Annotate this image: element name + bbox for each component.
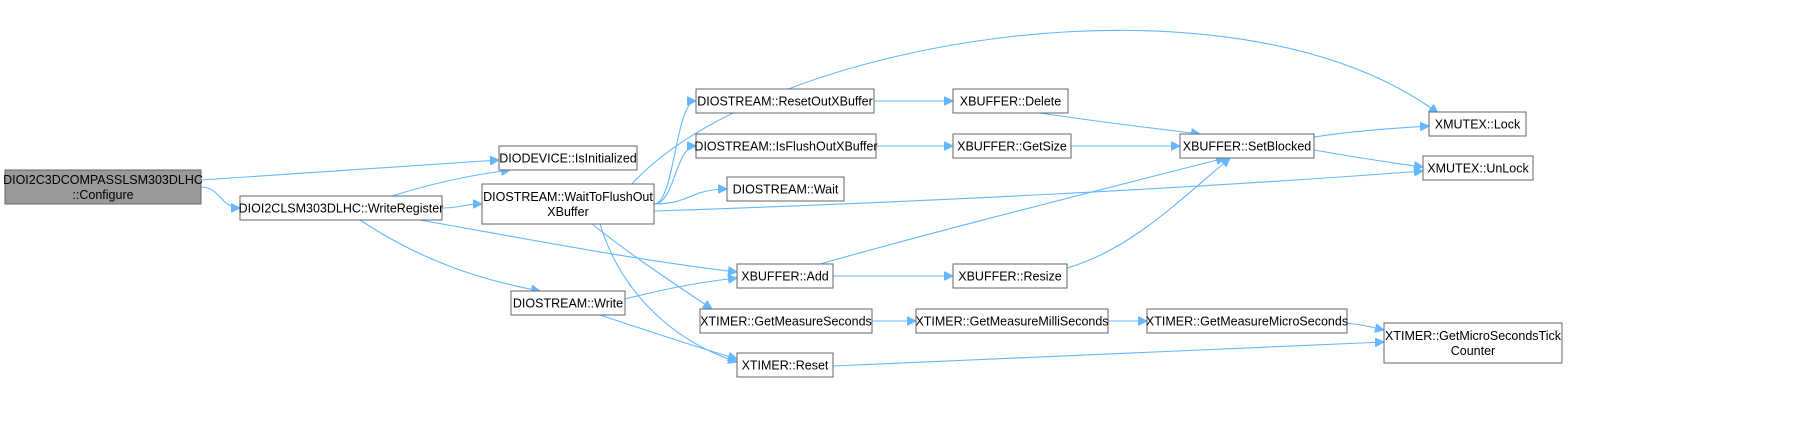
- node-label: XBUFFER::Add: [741, 270, 829, 284]
- node-setblocked[interactable]: XBUFFER::SetBlocked: [1179, 133, 1315, 159]
- node-box[interactable]: [915, 308, 1109, 334]
- node-label: DIOSTREAM::IsFlushOutXBuffer: [694, 140, 877, 154]
- node-box[interactable]: [952, 88, 1069, 114]
- node-label: Counter: [1451, 344, 1495, 358]
- edge-write-to-xbadd: [624, 278, 737, 300]
- edge-writereg-to-write: [359, 219, 540, 291]
- node-label: XBuffer: [547, 205, 588, 219]
- node-box[interactable]: [510, 290, 626, 316]
- edge-xbadd-to-setblocked: [819, 158, 1225, 265]
- node-box[interactable]: [952, 263, 1068, 289]
- node-isinit[interactable]: DIODEVICE::IsInitialized: [498, 145, 638, 171]
- edge-xbdelete-to-setblocked: [1039, 112, 1200, 134]
- node-label: XTIMER::GetMicroSecondsTick: [1385, 329, 1562, 343]
- node-getmeassec[interactable]: XTIMER::GetMeasureSeconds: [699, 308, 873, 334]
- edge-setblocked-to-lock: [1313, 126, 1429, 138]
- node-reset[interactable]: XTIMER::Reset: [736, 352, 834, 378]
- node-label: XBUFFER::GetSize: [957, 140, 1067, 154]
- node-box[interactable]: [695, 133, 877, 159]
- edge-waitflush-to-getmeassec: [591, 223, 712, 309]
- edge-writereg-to-xbadd: [419, 219, 737, 272]
- node-resetout[interactable]: DIOSTREAM::ResetOutXBuffer: [695, 88, 875, 114]
- node-label: DIOI2CLSM303DLHC::WriteRegister: [239, 202, 444, 216]
- edge-xbresize-to-setblocked: [1066, 158, 1230, 269]
- node-box[interactable]: [736, 263, 834, 289]
- edge-reset-to-microtick: [832, 342, 1384, 367]
- edge-getmeasmicro-to-microtick: [1346, 322, 1384, 330]
- node-label: XBUFFER::SetBlocked: [1183, 140, 1312, 154]
- node-box[interactable]: [695, 88, 875, 114]
- node-label: XMUTEX::UnLock: [1427, 162, 1529, 176]
- edge-root-to-isinit: [200, 160, 499, 181]
- node-label: XTIMER::GetMeasureMilliSeconds: [915, 315, 1108, 329]
- node-label: DIOSTREAM::Wait: [733, 183, 839, 197]
- node-label: DIOSTREAM::ResetOutXBuffer: [697, 95, 873, 109]
- node-label: XBUFFER::Resize: [958, 270, 1062, 284]
- edge-waitflush-to-reset: [599, 223, 737, 362]
- node-label: XTIMER::Reset: [742, 359, 829, 373]
- node-box[interactable]: [1428, 111, 1527, 137]
- node-write[interactable]: DIOSTREAM::Write: [510, 290, 626, 316]
- edge-waitflush-to-isflush: [653, 146, 697, 205]
- edges-layer: [200, 29, 1438, 367]
- node-wait[interactable]: DIOSTREAM::Wait: [726, 176, 845, 202]
- node-box[interactable]: [481, 183, 655, 225]
- node-box[interactable]: [1146, 308, 1348, 334]
- node-lock[interactable]: XMUTEX::Lock: [1428, 111, 1527, 137]
- node-label: DIOSTREAM::Write: [513, 297, 623, 311]
- node-box[interactable]: [1383, 322, 1563, 364]
- node-box[interactable]: [1179, 133, 1315, 159]
- node-label: XTIMER::GetMeasureSeconds: [700, 315, 872, 329]
- edge-waitflush-to-resetout: [653, 101, 697, 205]
- edge-root-to-writereg: [200, 186, 241, 208]
- edge-write-to-reset: [599, 314, 737, 359]
- node-box[interactable]: [239, 195, 443, 221]
- node-root[interactable]: DIOI2C3DCOMPASSLSM303DLHC::Configure: [3, 169, 203, 205]
- node-getmeasmicro[interactable]: XTIMER::GetMeasureMicroSeconds: [1146, 308, 1348, 334]
- edge-writereg-to-waitflush: [441, 204, 482, 209]
- node-box[interactable]: [699, 308, 873, 334]
- nodes-layer: DIOI2C3DCOMPASSLSM303DLHC::Configure DIOD…: [3, 88, 1563, 378]
- node-writereg[interactable]: DIOI2CLSM303DLHC::WriteRegister: [239, 195, 444, 221]
- node-box[interactable]: [4, 169, 202, 205]
- node-label: XBUFFER::Delete: [960, 95, 1061, 109]
- edge-writereg-to-isinit: [391, 170, 510, 197]
- node-label: DIOSTREAM::WaitToFlushOut: [483, 190, 653, 204]
- node-box[interactable]: [726, 176, 845, 202]
- node-xbdelete[interactable]: XBUFFER::Delete: [952, 88, 1069, 114]
- node-unlock[interactable]: XMUTEX::UnLock: [1422, 155, 1534, 181]
- edge-setblocked-to-unlock: [1313, 149, 1423, 167]
- node-isflush[interactable]: DIOSTREAM::IsFlushOutXBuffer: [694, 133, 878, 159]
- node-label: ::Configure: [72, 188, 133, 202]
- node-box[interactable]: [736, 352, 834, 378]
- node-box[interactable]: [498, 145, 638, 171]
- node-label: DIODEVICE::IsInitialized: [499, 152, 637, 166]
- edge-waitflush-to-unlock: [653, 171, 1423, 212]
- node-box[interactable]: [952, 133, 1072, 159]
- node-xbgetsize[interactable]: XBUFFER::GetSize: [952, 133, 1072, 159]
- node-xbadd[interactable]: XBUFFER::Add: [736, 263, 834, 289]
- node-getmeasmilli[interactable]: XTIMER::GetMeasureMilliSeconds: [915, 308, 1109, 334]
- edge-waitflush-to-wait: [653, 189, 727, 205]
- node-label: DIOI2C3DCOMPASSLSM303DLHC: [3, 173, 203, 187]
- node-xbresize[interactable]: XBUFFER::Resize: [952, 263, 1068, 289]
- edge-waitflush-to-lock: [629, 29, 1438, 187]
- node-box[interactable]: [1422, 155, 1534, 181]
- node-label: XMUTEX::Lock: [1435, 118, 1521, 132]
- node-label: XTIMER::GetMeasureMicroSeconds: [1146, 315, 1348, 329]
